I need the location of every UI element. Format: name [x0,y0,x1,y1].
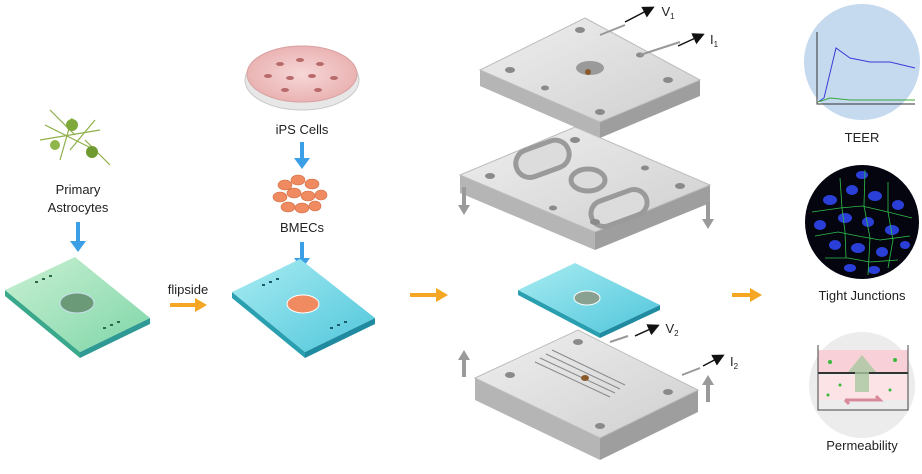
astrocytes-illustration [39,109,111,166]
arrow-v1 [624,6,655,23]
device-bottom-plate [473,329,700,460]
device-middle-plate [458,126,712,250]
device-top-plate [478,17,702,138]
bmecs-cluster [272,174,328,214]
slide-bmecs [232,259,375,358]
label-teer: TEER [845,130,880,145]
gray-arrow-down-right [702,202,714,229]
arrow-i2 [702,354,725,367]
permeability-illustration [809,332,915,438]
teer-plot-circle [804,4,920,120]
arrow-i1 [677,33,705,47]
electrode-i2: I2 [730,354,739,371]
slide-astrocytes [5,257,150,358]
label-ips-cells: iPS Cells [276,122,329,137]
gray-arrow-up-left [458,350,470,377]
label-bmecs: BMECs [280,220,325,235]
petri-dish-ips-cells [244,45,360,111]
tight-junctions-image [805,165,919,279]
label-tight-junctions: Tight Junctions [819,288,906,303]
label-flipside: flipside [168,282,208,297]
gray-arrow-down-left [458,187,470,215]
orange-arrow-flipside [170,298,207,312]
orange-arrow-to-results [732,288,762,302]
device-slide [518,263,660,338]
blue-arrow-down-2 [294,142,310,169]
gray-arrow-up-right [702,375,714,402]
label-astrocytes: Astrocytes [48,200,109,215]
blue-arrow-down-1 [70,222,86,252]
electrode-i1: I1 [710,32,719,49]
label-primary: Primary [56,182,101,197]
electrode-v1: V1 [661,4,675,21]
electrode-v2: V2 [665,321,679,338]
orange-arrow-to-device [410,288,448,302]
label-permeability: Permeability [826,438,898,453]
arrow-v2 [634,324,660,337]
